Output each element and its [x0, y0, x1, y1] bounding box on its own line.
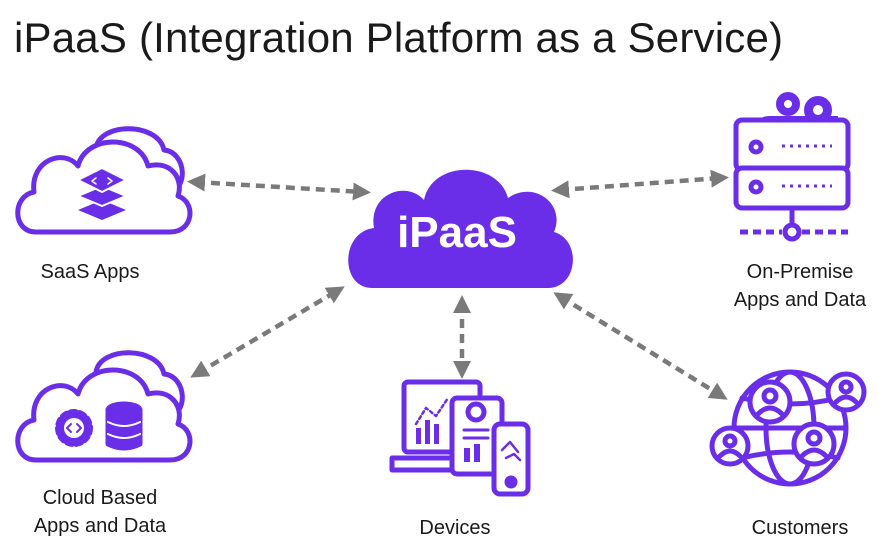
globe-users-icon: [709, 369, 867, 487]
node-label-cloud-based-line1: Cloud Based: [42, 487, 158, 509]
node-label-devices: Devices: [419, 517, 491, 539]
devices-icon: [389, 379, 531, 497]
server-gears-icon: [733, 92, 851, 242]
page-title: iPaaS (Integration Platform as a Service…: [14, 14, 784, 61]
node-label-on-premise-line2: Apps and Data: [733, 289, 867, 311]
node-label-saas-apps: SaaS Apps: [40, 261, 140, 283]
node-label-customers: Customers: [751, 517, 849, 539]
connector-hub-onprem: [551, 169, 729, 199]
node-label-on-premise: On-Premise Apps and Data: [705, 258, 895, 314]
hub-cloud-icon: [348, 169, 573, 288]
connector-hub-customers: [553, 292, 728, 400]
node-label-cloud-based-line2: Apps and Data: [33, 515, 167, 537]
cloud-layers-icon: [15, 126, 193, 235]
connector-saas-hub: [187, 173, 371, 201]
connector-cloud-hub: [190, 286, 345, 378]
hub-label: iPaaS: [397, 208, 517, 257]
node-label-on-premise-line1: On-Premise: [746, 261, 854, 283]
connectors: [187, 169, 729, 400]
cloud-gear-database-icon: [15, 350, 193, 463]
node-label-cloud-based: Cloud Based Apps and Data: [0, 484, 200, 540]
